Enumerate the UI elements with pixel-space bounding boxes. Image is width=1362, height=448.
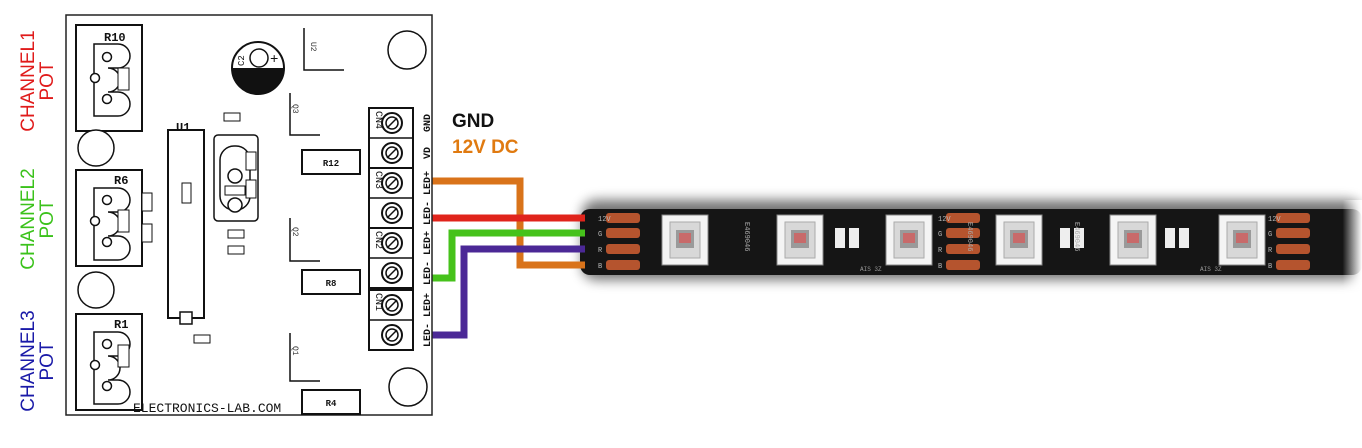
pad-label: 12V [598, 216, 611, 224]
channel2-label: CHANNEL2 POT [18, 164, 59, 274]
pad-label: 12V [938, 216, 951, 224]
solder-pad [606, 213, 640, 223]
chip-u1: U1 [167, 121, 205, 325]
solder-pad [946, 213, 980, 223]
resistor-r12: R12 [301, 149, 361, 175]
terminal-block: CN2 LED+ LED- [368, 227, 434, 289]
channel1-label: CHANNEL1 POT [18, 26, 59, 136]
mount-hole [387, 30, 427, 70]
pad-label: B [598, 263, 602, 271]
pot-r6: R6 [75, 169, 143, 267]
wire-green [420, 229, 585, 282]
mosfet-label: Q2 [290, 227, 299, 237]
channel1-name: CHANNEL1 [18, 30, 39, 132]
strip-code: E469046 [1072, 222, 1080, 251]
vdc-label: 12V DC [452, 137, 519, 158]
wire-purple [420, 245, 585, 339]
terminal-label: LED+ [423, 293, 434, 317]
mosfet-label: U2 [308, 42, 317, 52]
strip-mark: AIS 3Z [860, 266, 882, 273]
strip-body [580, 209, 1362, 275]
connector-label: CN1 [372, 293, 383, 311]
terminal-label: LED- [423, 201, 434, 225]
svg-text:R8: R8 [326, 279, 337, 289]
rgb-led [995, 214, 1043, 266]
smd-parts [141, 112, 257, 344]
brand-label: ELECTRONICS-LAB.COM [133, 401, 281, 416]
wire-12v [420, 177, 585, 269]
pad-label: R [938, 247, 943, 255]
connector-label: CN4 [372, 111, 383, 129]
terminal-label: LED+ [423, 171, 434, 195]
strip-code: E469046 [965, 222, 973, 251]
terminal-label: GND [423, 114, 434, 132]
resistor-r8: R8 [301, 269, 361, 295]
svg-text:C2: C2 [237, 55, 247, 66]
svg-text:R10: R10 [104, 31, 126, 45]
pad-label: B [938, 263, 942, 271]
mount-hole [77, 271, 115, 309]
pad-label: G [938, 231, 942, 239]
led-strip: 12VGRB12VGRB12VGRBE469046E469046E469046A… [580, 200, 1362, 290]
connector-label: CN3 [372, 171, 383, 189]
terminal-block: CN3 LED+ LED- [368, 167, 434, 229]
svg-text:U1: U1 [176, 121, 190, 135]
solder-pad [946, 228, 980, 238]
channel3-label: CHANNEL3 POT [18, 306, 59, 416]
smd-resistor [1060, 228, 1084, 248]
smd-resistor [1165, 228, 1189, 248]
mount-hole [77, 129, 115, 167]
pot-r10: R10 [75, 24, 143, 132]
terminal-label: LED+ [423, 231, 434, 255]
solder-pad [606, 228, 640, 238]
strip-code: E469046 [742, 222, 750, 251]
channel3-name: CHANNEL3 [18, 310, 39, 412]
svg-text:R1: R1 [114, 318, 128, 332]
terminal-label: LED- [423, 323, 434, 347]
mosfets [289, 28, 344, 382]
pad-label: R [598, 247, 603, 255]
mosfet-label: Q1 [290, 346, 299, 356]
pad-label: G [598, 231, 602, 239]
terminal-label: VD [423, 147, 434, 159]
pcb-board: R10 R6 R1 [65, 14, 434, 416]
solder-pad [946, 244, 980, 254]
channel2-sub: POT [37, 199, 58, 239]
smd-resistor [835, 228, 859, 248]
wires [420, 177, 585, 339]
svg-text:R6: R6 [114, 174, 128, 188]
svg-text:R4: R4 [326, 399, 337, 409]
mount-hole [388, 367, 428, 407]
svg-text:R12: R12 [323, 159, 339, 169]
solder-pad [606, 260, 640, 270]
terminal-block: CN4 GND VD [368, 107, 434, 169]
capacitor-c2: + C2 [231, 41, 285, 95]
solder-pad [606, 244, 640, 254]
crystal-vr [213, 134, 259, 222]
mosfet-label: Q3 [290, 104, 299, 114]
rgb-led [885, 214, 933, 266]
connector-label: CN2 [372, 231, 383, 249]
channel2-name: CHANNEL2 [18, 168, 39, 270]
resistor-r4: R4 [301, 389, 361, 415]
terminal-label: LED- [423, 261, 434, 285]
channel3-sub: POT [37, 341, 58, 381]
rgb-led [1109, 214, 1157, 266]
svg-text:+: + [270, 52, 278, 68]
solder-pad [946, 260, 980, 270]
gnd-label: GND [452, 111, 494, 132]
rgb-led [776, 214, 824, 266]
channel1-sub: POT [37, 61, 58, 101]
rgb-led [661, 214, 709, 266]
pot-r1: R1 [75, 313, 143, 411]
terminal-block: CN1 LED+ LED- [368, 289, 434, 351]
